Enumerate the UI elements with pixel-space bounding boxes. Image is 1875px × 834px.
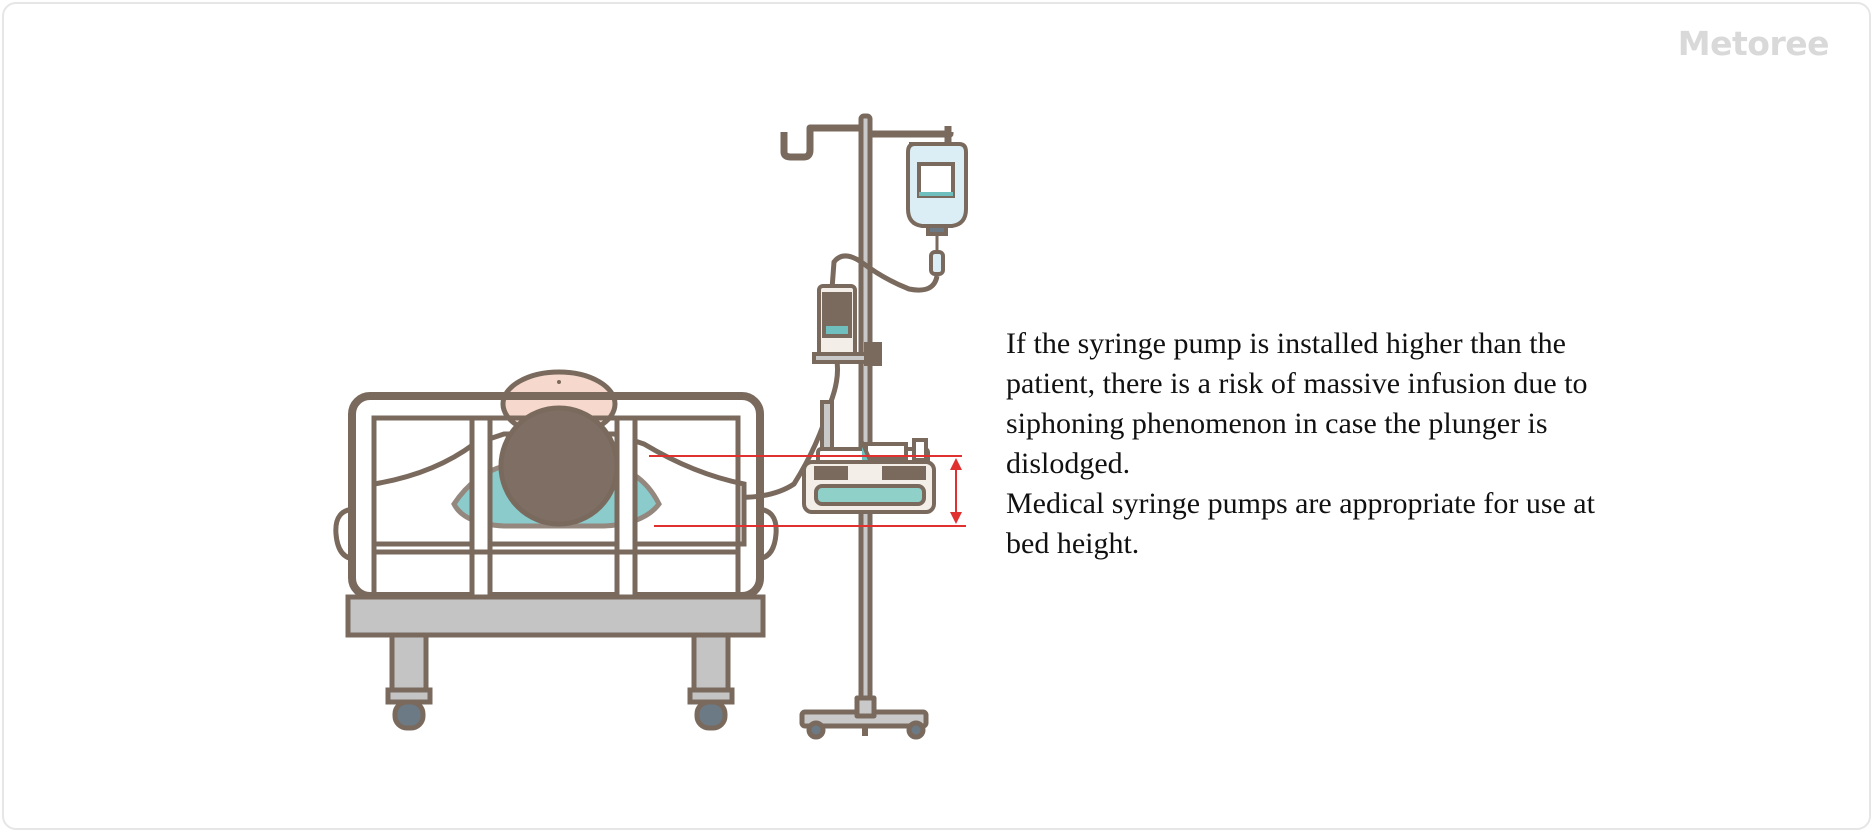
iv-bag — [906, 142, 968, 276]
hospital-bed — [333, 369, 779, 731]
metoree-logo: Metoree — [1677, 24, 1830, 63]
height-difference-arrow — [649, 455, 966, 527]
iv-pole — [780, 113, 954, 740]
caption-paragraph-risk: If the syringe pump is installed higher … — [1006, 327, 1588, 480]
syringe-pump-installation-illustration — [333, 113, 968, 740]
infusion-pump — [812, 284, 882, 366]
caption-paragraph-recommendation: Medical syringe pumps are appropriate fo… — [1006, 487, 1595, 560]
caption-text: If the syringe pump is installed higher … — [1006, 324, 1606, 564]
